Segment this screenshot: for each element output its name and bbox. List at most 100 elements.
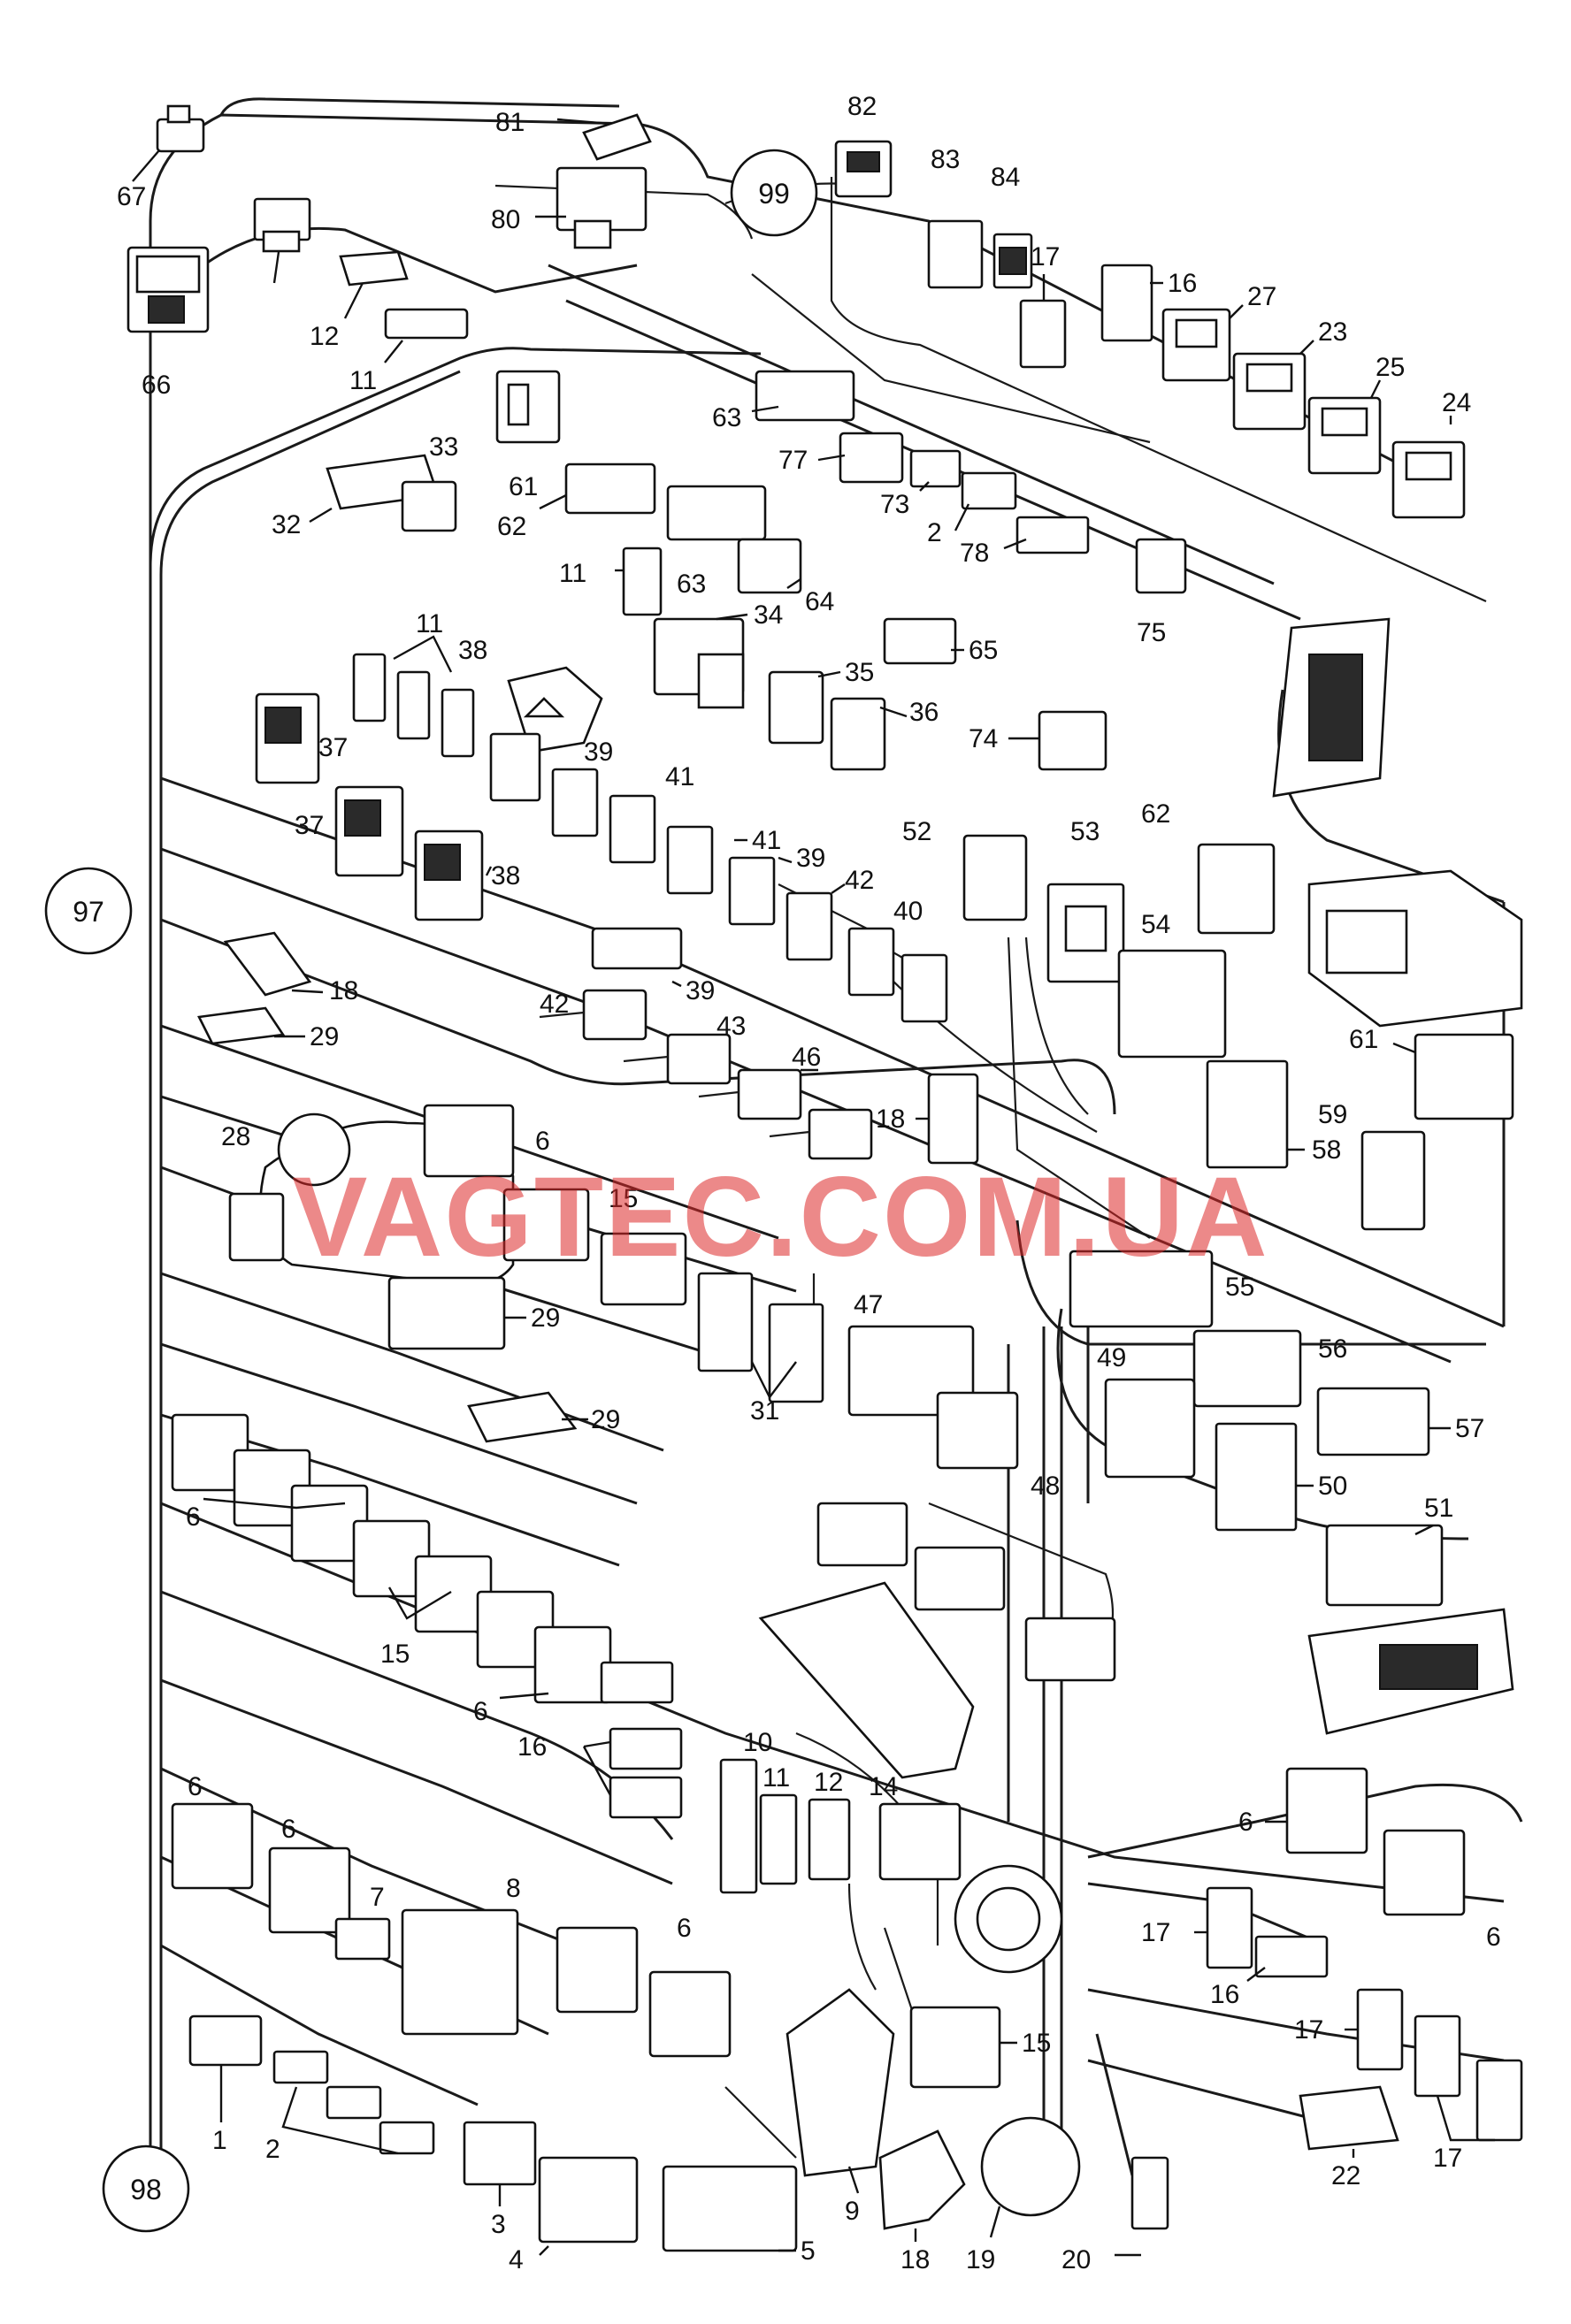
callout-2-mid: 2 [927,518,942,547]
ring-98: 98 [102,2144,190,2233]
connector-74-top [156,104,205,153]
connector-4 [538,2156,639,2244]
callout-1: 1 [212,2126,227,2155]
callout-33: 34 [754,600,783,630]
connector-5 [662,2165,798,2252]
connector-42-a [539,989,648,1041]
connector-63-top [755,370,855,422]
connector-39-b [728,856,776,926]
callout-29-upper: 29 [310,1022,339,1051]
connector-17-lower-a [1206,1886,1253,1969]
connector-20 [1130,2156,1169,2230]
connector-64 [737,538,802,594]
callout-67: 75 [1137,618,1166,647]
connector-18-upper [223,931,312,997]
connector-72 [253,197,311,253]
callout-17-lower-d: 17 [1433,2144,1462,2173]
callout-55: 56 [1318,1334,1347,1364]
connector-37-right [414,829,484,921]
connector-12-top [339,250,409,287]
connector-24 [1391,440,1466,519]
connector-6-right-a [1285,1767,1368,1854]
callout-28: 29 [531,1303,560,1333]
connector-50 [1325,1524,1444,1607]
callout-39-c: 40 [893,897,923,926]
callout-80: 83 [931,145,960,174]
callout-labels: 67 66 12 11 81 80 82 83 84 17 16 27 23 2… [117,92,1501,2274]
svg-text:98: 98 [130,2174,162,2206]
climate-panel [1307,1608,1514,1735]
callout-58: 59 [1318,1100,1347,1129]
connector-73 [126,246,210,333]
connector-11-lower [759,1793,798,1885]
callout-8: 8 [506,1874,521,1903]
connector-29-mid [467,1391,578,1443]
callout-11-lower: 11 [763,1763,790,1793]
connector-80 [927,219,984,289]
callout-38-top: 38 [458,636,487,665]
callout-42-a: 42 [540,990,569,1019]
callout-64: 64 [805,587,834,616]
connector-54 [1069,1250,1214,1328]
connector-59 [1197,843,1276,935]
callout-24: 24 [1442,388,1471,417]
callout-18-mid: 18 [876,1105,905,1134]
connector-47 [936,1391,1019,1470]
connector-83 [914,1546,1006,1611]
callout-46: 47 [854,1290,883,1319]
connector-79 [834,140,893,198]
callout-18-upper: 18 [329,976,358,1005]
connector-61 [495,370,561,444]
connector-58 [1360,1130,1426,1231]
connector-63-mid [666,485,767,541]
callout-56: 57 [1455,1414,1484,1443]
callout-59: 62 [1141,799,1170,829]
callout-36: 37 [318,733,348,762]
callout-11-mid: 11 [559,559,586,588]
connector-40 [609,794,656,864]
connector-14 [909,2006,1001,2089]
connector-19 [980,2116,1081,2217]
connector-35 [830,697,886,771]
callout-26: 27 [1247,282,1276,311]
connector-11-mid [622,547,663,616]
connector-11-top [384,308,469,340]
callout-78: 81 [495,108,525,137]
connector-52 [1046,883,1125,983]
connector-22 [1299,2085,1399,2151]
connector-62 [564,463,656,515]
callout-37-left: 37 [295,811,324,840]
callout-6-lower-b: 6 [281,1815,296,1844]
connector-18-mid [927,1073,979,1165]
callout-74-mid: 73 [880,490,909,519]
callout-38-mid: 39 [686,976,715,1005]
relay-bank [171,1413,612,1704]
callout-53: 54 [1141,910,1170,939]
connector-17-lower-d [1475,2059,1523,2142]
callout-7: 7 [370,1883,385,1912]
connector-12-lower [808,1798,851,1881]
callout-42-b: 43 [717,1012,746,1041]
callout-15-mid: 15 [609,1184,638,1213]
connector-34 [768,670,824,745]
connector-30 [697,1272,824,1403]
switch-panel [1272,617,1391,798]
connector-76 [1015,516,1090,554]
connector-36 [255,692,320,784]
radio-unit [1307,869,1523,1028]
callout-39-b: 39 [796,844,825,873]
connector-39-c [847,927,948,1023]
callout-39-a: 39 [584,738,613,767]
callout-5: 5 [801,2236,816,2266]
callout-6-right-b: 6 [1486,1923,1501,1952]
ring-99: 99 [730,149,818,237]
connector-6-lower-c [556,1926,639,2014]
callout-81: 84 [991,163,1020,192]
callout-17: 17 [1031,242,1060,271]
connector-15-mid [502,1188,590,1262]
callout-62: 62 [497,512,526,541]
connector-41-a [666,825,714,895]
callout-17-lower-a: 17 [1141,1918,1170,1947]
callout-25: 25 [1376,353,1405,382]
connector-41-b [786,891,833,961]
